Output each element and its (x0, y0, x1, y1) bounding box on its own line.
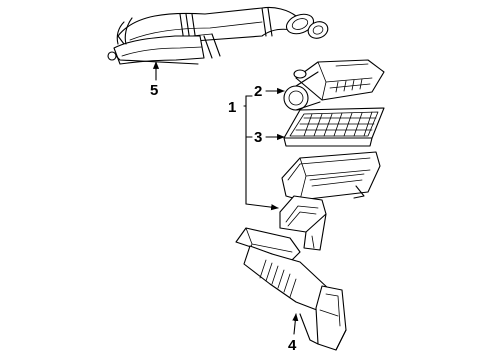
callout-2: 2 (254, 83, 285, 100)
intake-duct (235, 227, 347, 351)
callout-label-3: 3 (254, 129, 262, 146)
air-cleaner-lid (283, 59, 385, 111)
air-cleaner-housing (279, 151, 381, 251)
callout-label-1: 1 (228, 99, 236, 116)
callout-1: 1 (228, 95, 279, 211)
callout-5: 5 (150, 61, 160, 99)
callout-4: 4 (288, 313, 299, 354)
callout-label-2: 2 (254, 83, 262, 100)
callout-3: 3 (245, 129, 285, 146)
callout-label-4: 4 (288, 337, 297, 354)
air-filter-element (283, 107, 385, 147)
intake-hose-assembly (107, 6, 329, 65)
callout-label-5: 5 (150, 82, 158, 99)
